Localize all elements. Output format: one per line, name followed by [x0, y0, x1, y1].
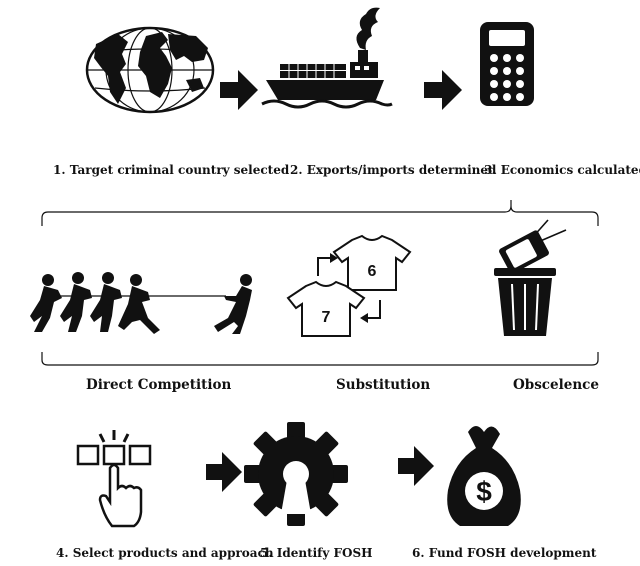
hand-select-icon [76, 430, 152, 528]
trash-can-icon [494, 219, 567, 336]
cargo-ship-icon [261, 7, 393, 109]
arrow-icon [424, 70, 462, 110]
dollar-sign: $ [476, 476, 492, 507]
top-brace [41, 200, 599, 226]
money-bag-icon: $ [447, 426, 521, 526]
shirt-number-seven: 7 [322, 309, 331, 326]
direct-competition-label: Direct Competition [86, 377, 232, 393]
arrow-icon [206, 452, 242, 492]
shirt-number-six: 6 [368, 263, 377, 280]
step-2-label: 2. Exports/imports determined [290, 163, 497, 177]
arrow-icon [398, 446, 434, 486]
arrow-icon [220, 70, 258, 110]
step-3-label: 3. Economics calculated [484, 163, 640, 177]
tug-of-war-icon [30, 272, 252, 334]
shirt-swap-icon: 6 7 [286, 234, 412, 337]
globe-icon [85, 26, 215, 114]
step-6-label: 6. Fund FOSH development [412, 546, 597, 560]
open-source-gear-icon [244, 422, 348, 526]
step-1-label: 1. Target criminal country selected [53, 163, 290, 177]
substitution-label: Substitution [336, 377, 431, 393]
obscelence-label: Obscelence [513, 377, 599, 393]
bottom-brace [41, 352, 599, 366]
step-5-label: 5. Identify FOSH [260, 546, 373, 560]
calculator-icon [480, 22, 534, 106]
step-4-label: 4. Select products and approach [56, 546, 274, 560]
